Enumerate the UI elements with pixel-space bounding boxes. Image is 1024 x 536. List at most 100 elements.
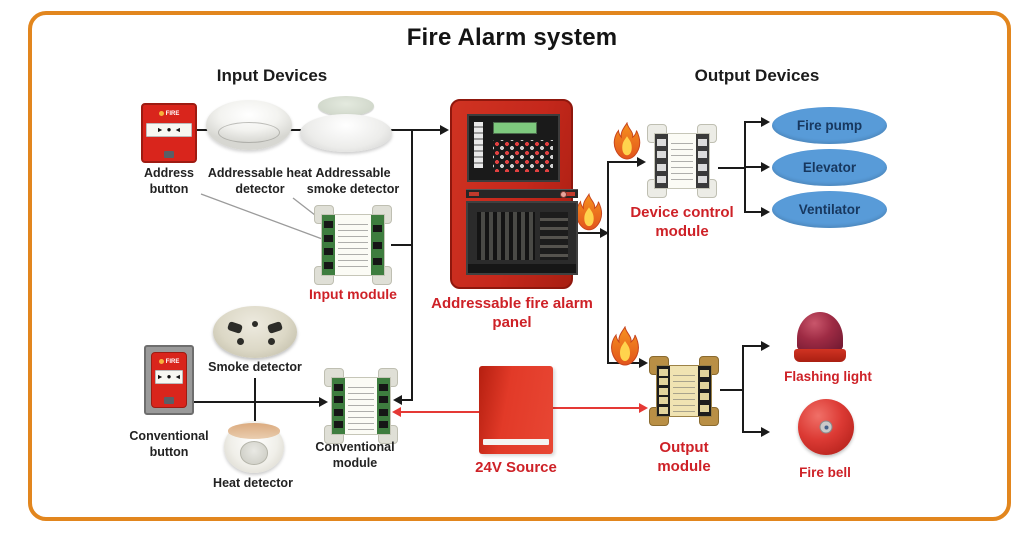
connector-line bbox=[399, 399, 413, 401]
module-body bbox=[331, 377, 391, 435]
flame-icon bbox=[610, 122, 644, 160]
flashing-light-image bbox=[794, 312, 846, 362]
arrowhead bbox=[761, 427, 770, 437]
output-module-label: Output module bbox=[657, 439, 711, 475]
connector-line bbox=[745, 211, 762, 213]
detector-slot bbox=[251, 320, 258, 327]
device-control-module-label: Device control module bbox=[630, 204, 734, 240]
address-button-image: FIRE ►●◄ bbox=[141, 103, 197, 163]
terminal-strip bbox=[698, 366, 711, 416]
callpoint-bottom bbox=[143, 137, 195, 161]
fire-bell-label: Fire bell bbox=[799, 465, 851, 480]
oval-label: Ventilator bbox=[798, 202, 861, 217]
module-face bbox=[338, 219, 368, 271]
connector-line bbox=[718, 167, 745, 169]
module-face bbox=[348, 382, 374, 430]
panel-keyhole bbox=[560, 191, 567, 198]
output-target-ventilator: Ventilator bbox=[772, 191, 887, 228]
smoke-detector-image bbox=[213, 306, 297, 358]
connector-line bbox=[254, 378, 256, 422]
module-body bbox=[654, 133, 710, 189]
input-devices-header: Input Devices bbox=[216, 66, 328, 85]
output-module-image bbox=[648, 356, 720, 426]
beacon-base bbox=[794, 349, 846, 362]
callpoint-strip: ►●◄ bbox=[146, 122, 192, 138]
fire-alarm-panel-image bbox=[450, 99, 578, 289]
callpoint-bottom bbox=[152, 384, 186, 407]
terminal-strip bbox=[377, 378, 390, 434]
heat-detector-label: Heat detector bbox=[213, 476, 293, 490]
conventional-button-label: Conventional button bbox=[129, 429, 209, 459]
flame-mark-icon bbox=[158, 111, 164, 117]
24v-source-label: 24V Source bbox=[475, 459, 557, 476]
output-target-fire-pump: Fire pump bbox=[772, 107, 887, 144]
flashing-light-label: Flashing light bbox=[784, 369, 872, 384]
psu-label-strip bbox=[483, 439, 549, 445]
detector-top bbox=[318, 96, 374, 116]
module-face bbox=[673, 370, 695, 412]
addressable-heat-detector-label: Addressable heat detector bbox=[207, 166, 313, 196]
connector-line bbox=[573, 232, 601, 234]
arrowhead bbox=[761, 162, 770, 172]
connector-line bbox=[745, 121, 762, 123]
arrowhead bbox=[392, 407, 401, 417]
addressable-smoke-detector-label: Addressable smoke detector bbox=[306, 166, 400, 196]
address-button-label: Address button bbox=[143, 166, 195, 196]
arrowhead bbox=[319, 397, 328, 407]
module-face bbox=[671, 138, 693, 184]
beacon-dome bbox=[797, 312, 843, 350]
callpoint-strip: ►●◄ bbox=[155, 370, 183, 385]
conventional-button-image: FIRE ►●◄ bbox=[144, 345, 194, 415]
fire-alarm-panel-label: Addressable fire alarm panel bbox=[431, 295, 593, 331]
power-line bbox=[553, 407, 640, 409]
connector-line bbox=[391, 244, 413, 246]
terminal-strip bbox=[655, 134, 668, 188]
24v-source-image bbox=[479, 366, 553, 454]
oval-label: Fire pump bbox=[796, 118, 863, 133]
page-title: Fire Alarm system bbox=[406, 24, 618, 51]
arrowhead bbox=[637, 157, 646, 167]
connector-line bbox=[743, 431, 762, 433]
callpoint-inner: FIRE ►●◄ bbox=[151, 352, 187, 408]
heat-detector-image bbox=[224, 421, 284, 473]
oval-label: Elevator bbox=[802, 160, 857, 175]
flame-icon bbox=[574, 192, 604, 232]
detector-slot bbox=[266, 320, 283, 334]
detector-inner bbox=[239, 440, 269, 465]
connector-line bbox=[743, 345, 762, 347]
panel-indicator-column bbox=[474, 122, 483, 168]
fire-bell-image bbox=[798, 399, 854, 455]
callpoint-top: FIRE bbox=[143, 105, 195, 123]
callpoint-top: FIRE bbox=[152, 353, 186, 370]
conventional-module-label: Conventional module bbox=[315, 440, 395, 470]
bell-hub bbox=[819, 420, 833, 434]
arrowhead bbox=[761, 207, 770, 217]
terminal-strip bbox=[322, 215, 335, 275]
power-line bbox=[399, 411, 479, 413]
output-target-elevator: Elevator bbox=[772, 149, 887, 186]
terminal-strip bbox=[332, 378, 345, 434]
diagram-border-frame bbox=[28, 11, 1011, 521]
terminal-strip bbox=[696, 134, 709, 188]
arrowhead bbox=[639, 403, 648, 413]
input-module-image bbox=[313, 205, 393, 285]
addressable-heat-detector-image bbox=[206, 100, 292, 150]
connector-line bbox=[720, 389, 743, 391]
terminal-strip bbox=[371, 215, 384, 275]
conventional-module-image bbox=[323, 368, 399, 444]
detector-base bbox=[300, 114, 392, 152]
panel-switches bbox=[540, 212, 568, 260]
detector-ring bbox=[218, 122, 280, 143]
panel-stripe bbox=[466, 189, 578, 198]
connector-line bbox=[742, 345, 744, 433]
callpoint-fire-text: FIRE bbox=[165, 110, 180, 117]
panel-footer-strip bbox=[468, 264, 576, 273]
panel-led-grid bbox=[493, 140, 553, 172]
connector-line bbox=[194, 401, 320, 403]
arrowhead bbox=[440, 125, 449, 135]
module-body bbox=[656, 365, 712, 417]
detector-band bbox=[227, 423, 281, 439]
terminal-strip bbox=[657, 366, 670, 416]
module-body bbox=[321, 214, 385, 276]
